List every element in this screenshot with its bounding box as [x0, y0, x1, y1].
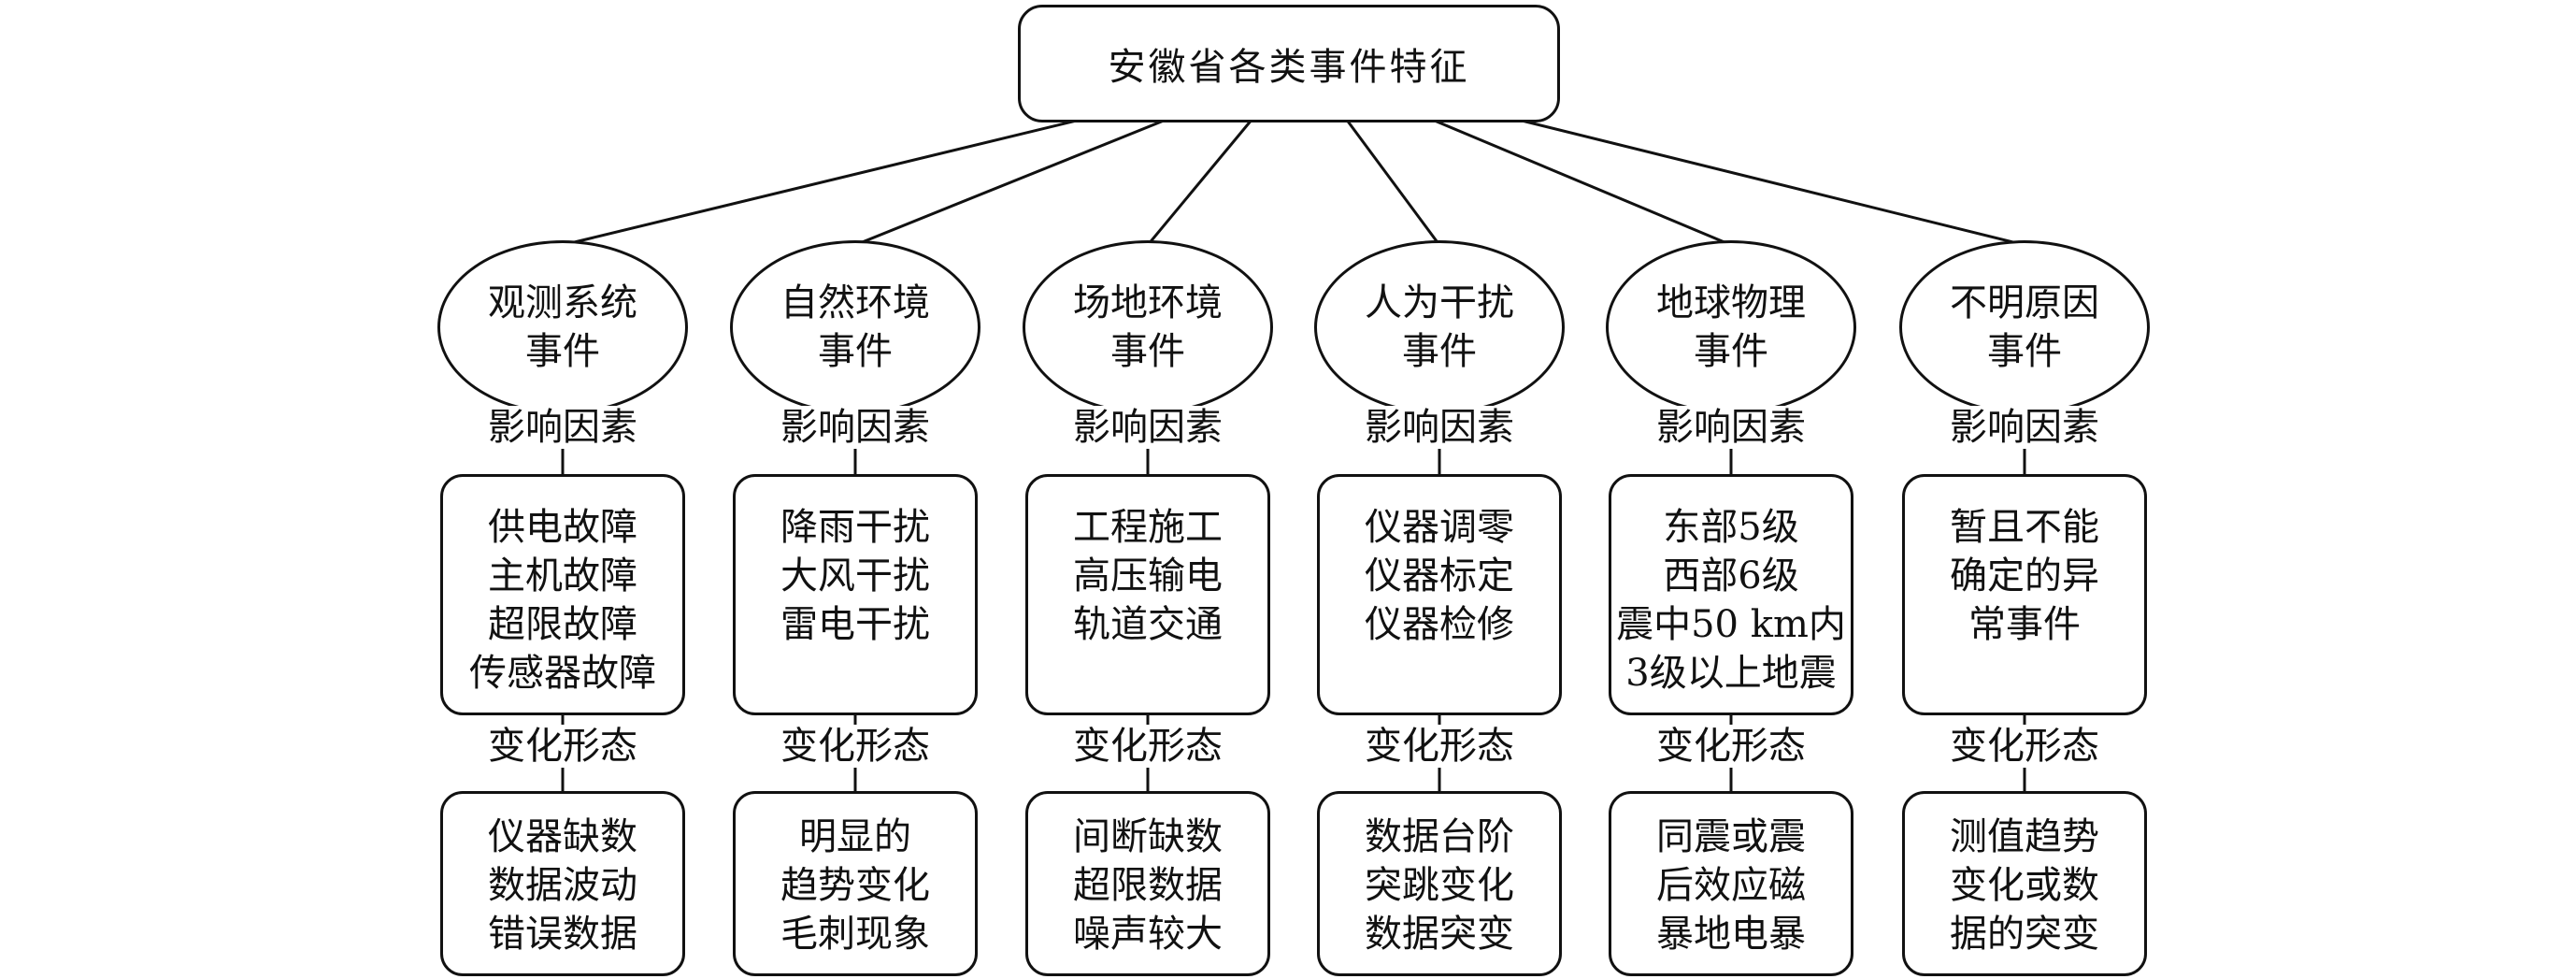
- root-connector-3: [1146, 118, 1254, 246]
- forms-node-5-text: 同震或震 后效应磁 暴地电暴: [1656, 815, 1806, 956]
- form-label-1: 变化形态: [469, 725, 656, 768]
- root-title: 安徽省各类事件特征: [1108, 46, 1470, 89]
- influence-label-2: 影响因素: [762, 406, 949, 449]
- root-node: 安徽省各类事件特征: [1018, 5, 1560, 122]
- forms-node-6-text: 测值趋势 变化或数 据的突变: [1950, 815, 2099, 956]
- category-node-3: 场地环境 事件: [1023, 240, 1273, 414]
- category-node-1-text: 观测系统 事件: [488, 281, 637, 373]
- forms-node-3-text: 间断缺数 超限数据 噪声较大: [1073, 815, 1223, 956]
- forms-node-2-text: 明显的 趋势变化 毛刺现象: [780, 815, 930, 956]
- factors-node-2-text: 降雨干扰 大风干扰 雷电干扰: [780, 506, 930, 646]
- factors-node-1: 供电故障 主机故障 超限故障 传感器故障: [440, 474, 685, 715]
- form-label-2: 变化形态: [762, 725, 949, 768]
- forms-node-4: 数据台阶 突跳变化 数据突变: [1317, 791, 1562, 976]
- category-node-2: 自然环境 事件: [730, 240, 980, 414]
- forms-node-5: 同震或震 后效应磁 暴地电暴: [1609, 791, 1853, 976]
- form-label-3: 变化形态: [1054, 725, 1241, 768]
- form-label-4: 变化形态: [1346, 725, 1533, 768]
- form-label-5: 变化形态: [1638, 725, 1825, 768]
- category-node-6: 不明原因 事件: [1899, 240, 2150, 414]
- category-node-6-text: 不明原因 事件: [1950, 281, 2099, 373]
- forms-node-6: 测值趋势 变化或数 据的突变: [1902, 791, 2147, 976]
- factors-node-3-text: 工程施工 高压输电 轨道交通: [1073, 506, 1223, 646]
- influence-label-5: 影响因素: [1638, 406, 1825, 449]
- factors-node-4: 仪器调零 仪器标定 仪器检修: [1317, 474, 1562, 715]
- category-node-2-text: 自然环境 事件: [780, 281, 930, 373]
- forms-node-3: 间断缺数 超限数据 噪声较大: [1025, 791, 1270, 976]
- forms-node-4-text: 数据台阶 突跳变化 数据突变: [1365, 815, 1514, 956]
- factors-node-5-text: 东部5级 西部6级 震中50 km内 3级以上地震: [1616, 506, 1846, 695]
- root-connector-4: [1344, 118, 1441, 246]
- root-connector-1: [562, 117, 1085, 247]
- influence-label-1: 影响因素: [469, 406, 656, 449]
- factors-node-1-text: 供电故障 主机故障 超限故障 传感器故障: [469, 506, 656, 695]
- factors-node-6-text: 暂且不能 确定的异 常事件: [1950, 506, 2099, 646]
- category-node-5: 地球物理 事件: [1606, 240, 1856, 414]
- form-label-6: 变化形态: [1931, 725, 2118, 768]
- category-node-4: 人为干扰 事件: [1314, 240, 1565, 414]
- factors-node-2: 降雨干扰 大风干扰 雷电干扰: [733, 474, 978, 715]
- root-connector-6: [1513, 117, 2025, 247]
- influence-label-4: 影响因素: [1346, 406, 1533, 449]
- forms-node-1: 仪器缺数 数据波动 错误数据: [440, 791, 685, 976]
- factors-node-6: 暂且不能 确定的异 常事件: [1902, 474, 2147, 715]
- factors-node-4-text: 仪器调零 仪器标定 仪器检修: [1365, 506, 1514, 646]
- influence-label-6: 影响因素: [1931, 406, 2118, 449]
- influence-label-3: 影响因素: [1054, 406, 1241, 449]
- factors-node-3: 工程施工 高压输电 轨道交通: [1025, 474, 1270, 715]
- root-connector-5: [1429, 117, 1732, 247]
- root-connector-2: [854, 117, 1169, 247]
- forms-node-2: 明显的 趋势变化 毛刺现象: [733, 791, 978, 976]
- category-node-1: 观测系统 事件: [437, 240, 688, 414]
- category-node-5-text: 地球物理 事件: [1656, 281, 1806, 373]
- factors-node-5: 东部5级 西部6级 震中50 km内 3级以上地震: [1609, 474, 1853, 715]
- forms-node-1-text: 仪器缺数 数据波动 错误数据: [488, 815, 637, 956]
- category-node-3-text: 场地环境 事件: [1073, 281, 1223, 373]
- category-node-4-text: 人为干扰 事件: [1365, 281, 1514, 373]
